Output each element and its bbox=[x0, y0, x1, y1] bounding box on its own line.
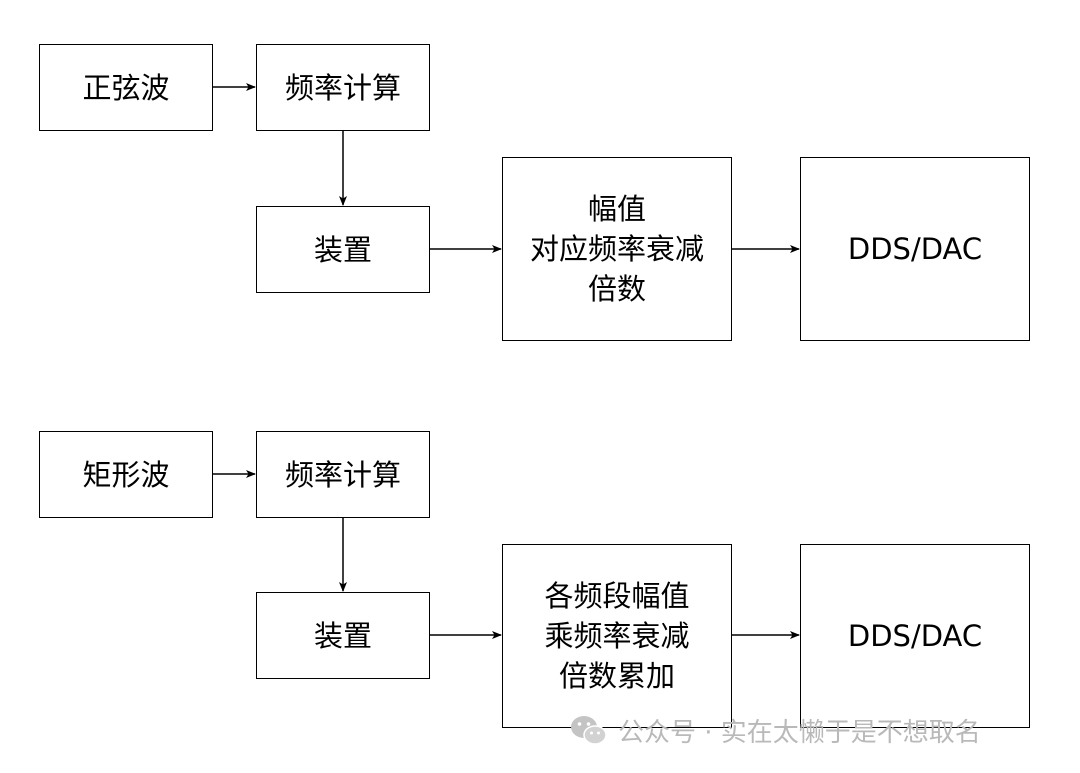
top-process-node: 幅值 对应频率衰减 倍数 bbox=[502, 157, 732, 341]
top-process-line-2: 对应频率衰减 bbox=[529, 232, 704, 266]
bottom-frequency-calc-node: 频率计算 bbox=[256, 431, 430, 518]
bottom-process-text: 各频段幅值 乘频率衰减 倍数累加 bbox=[544, 576, 689, 696]
watermark-text: 公众号 · 实在太懒于是不想取名 bbox=[618, 718, 981, 748]
sine-wave-label: 正弦波 bbox=[82, 70, 170, 105]
bottom-device-label: 装置 bbox=[313, 618, 372, 653]
bottom-process-line-1: 各频段幅值 bbox=[544, 579, 690, 613]
top-device-label: 装置 bbox=[313, 232, 372, 267]
wechat-icon bbox=[571, 715, 607, 745]
bottom-output-node: DDS/DAC bbox=[800, 544, 1030, 728]
top-output-node: DDS/DAC bbox=[800, 157, 1030, 341]
top-frequency-calc-node: 频率计算 bbox=[256, 44, 430, 131]
bottom-device-node: 装置 bbox=[256, 592, 430, 679]
watermark: 公众号 · 实在太懒于是不想取名 bbox=[570, 712, 981, 749]
bottom-frequency-calc-label: 频率计算 bbox=[284, 457, 401, 492]
bottom-output-label: DDS/DAC bbox=[847, 619, 983, 653]
bottom-process-line-3: 倍数累加 bbox=[558, 659, 675, 693]
top-process-line-1: 幅值 bbox=[587, 192, 646, 226]
top-output-label: DDS/DAC bbox=[847, 232, 983, 266]
rect-wave-node: 矩形波 bbox=[39, 431, 213, 518]
bottom-process-line-2: 乘频率衰减 bbox=[544, 619, 690, 653]
sine-wave-node: 正弦波 bbox=[39, 44, 213, 131]
bottom-process-node: 各频段幅值 乘频率衰减 倍数累加 bbox=[502, 544, 732, 728]
top-process-line-3: 倍数 bbox=[587, 272, 646, 306]
rect-wave-label: 矩形波 bbox=[82, 457, 170, 492]
top-frequency-calc-label: 频率计算 bbox=[284, 70, 401, 105]
top-device-node: 装置 bbox=[256, 206, 430, 293]
top-process-text: 幅值 对应频率衰减 倍数 bbox=[530, 189, 704, 309]
